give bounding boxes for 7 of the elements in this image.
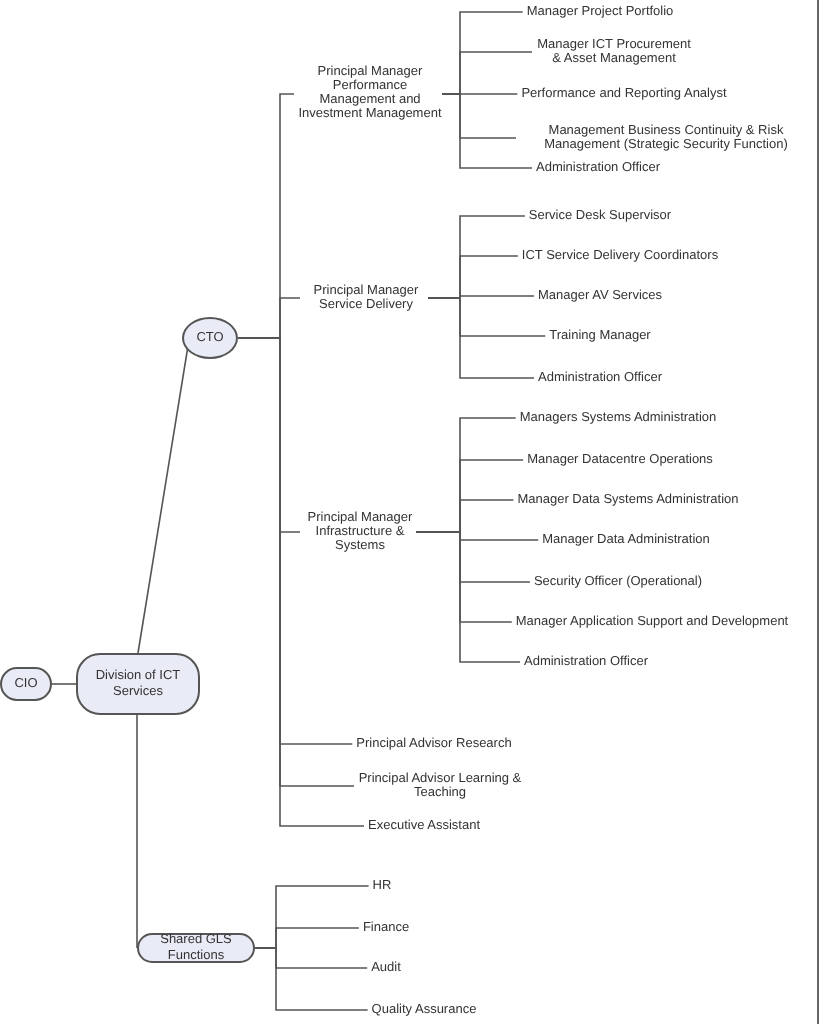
connector-line bbox=[51, 683, 77, 685]
connector-line bbox=[415, 531, 521, 663]
connector-line bbox=[237, 337, 365, 827]
connector-line bbox=[427, 297, 535, 379]
connector-line bbox=[137, 345, 189, 654]
connector-line bbox=[254, 947, 369, 1011]
connector-line bbox=[441, 93, 533, 169]
